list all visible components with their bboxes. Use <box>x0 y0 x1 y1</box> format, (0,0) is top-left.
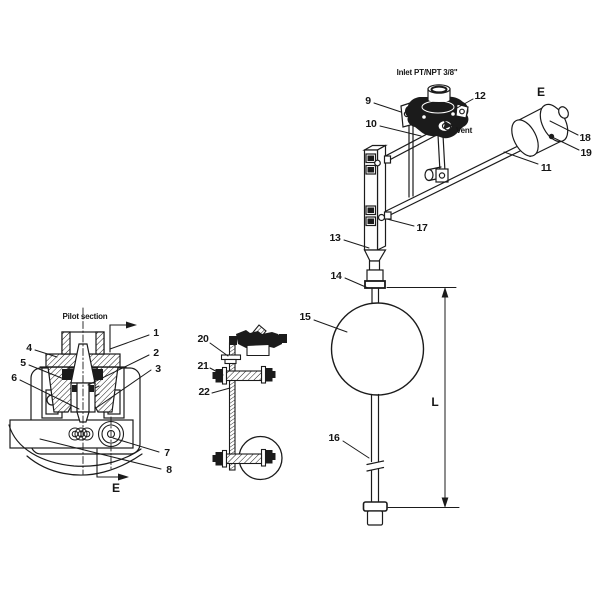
casting-curve-2 <box>26 453 143 476</box>
top-clamp-head <box>229 324 287 357</box>
spring-7 <box>68 427 94 441</box>
dimension-L <box>386 287 460 508</box>
main-assembly-view <box>330 84 569 526</box>
pilot-section-view <box>8 307 143 481</box>
vent-arrow-icon <box>444 120 453 129</box>
leader-lines <box>19 98 580 470</box>
counterweight-cylinder <box>511 103 569 158</box>
valve-link <box>424 134 449 183</box>
float-lever-rod-11 <box>379 144 523 220</box>
seat-ring-right <box>90 369 103 380</box>
float-rod-16 <box>362 393 388 526</box>
pivot-pin-top <box>374 159 381 167</box>
pivot-pin-17 <box>377 213 386 222</box>
section-arrow-bottom <box>96 448 129 481</box>
rod-clamp-21 <box>212 365 276 385</box>
float-ball <box>330 302 425 396</box>
pilot-valve-body <box>405 84 469 139</box>
rod-clamp-bottom <box>212 448 276 468</box>
rod-connector-14 <box>364 269 386 305</box>
rod-stop-20 <box>220 354 242 365</box>
vertical-slide-bar <box>362 144 392 271</box>
centerlines <box>82 307 112 475</box>
section-arrow-top <box>109 321 137 353</box>
rod-clamp-detail-view <box>212 324 287 481</box>
seat-ring-left <box>62 369 75 380</box>
casting-curve-1 <box>8 424 142 467</box>
